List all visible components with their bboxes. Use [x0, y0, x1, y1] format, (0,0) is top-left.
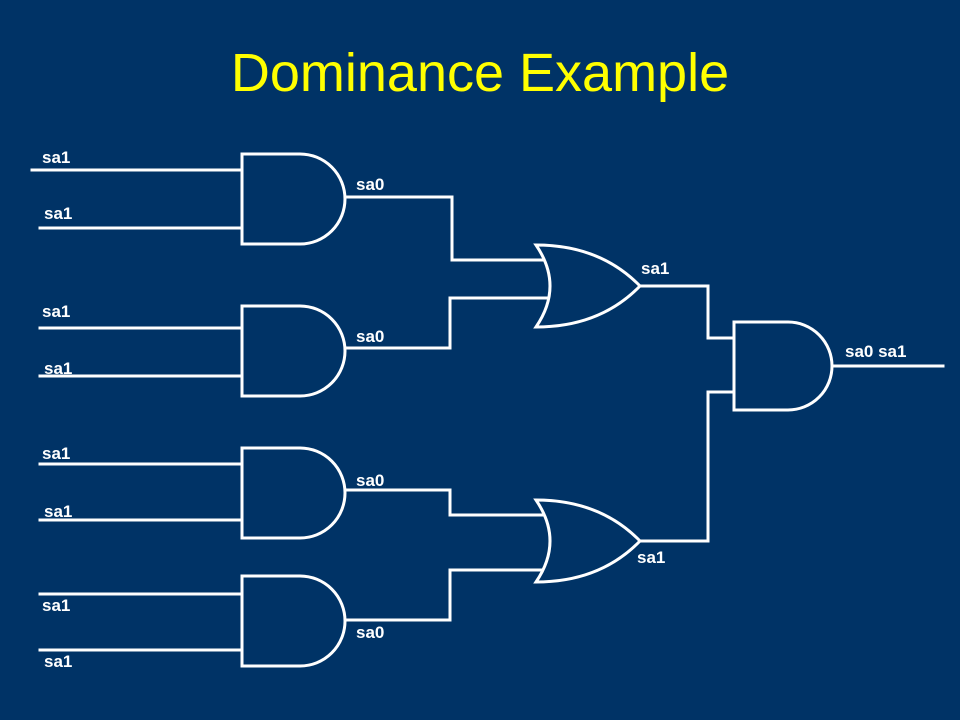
input-wires [30, 168, 244, 652]
label-or2-out: sa1 [637, 548, 665, 567]
label-g3-in-b: sa1 [44, 502, 72, 521]
or-to-and-wires [638, 284, 736, 543]
and-gate-3 [240, 446, 347, 540]
label-g2-in-b: sa1 [44, 359, 72, 378]
label-g2-in-a: sa1 [42, 302, 70, 321]
label-g4-in-b: sa1 [44, 652, 72, 671]
and-gate-1 [240, 152, 347, 246]
and-gate-output [732, 320, 834, 412]
slide-title: Dominance Example [230, 43, 730, 103]
label-g1-in-b: sa1 [44, 204, 72, 223]
label-g3-in-a: sa1 [42, 444, 70, 463]
label-g2-out: sa0 [356, 327, 384, 346]
label-final-out: sa0 sa1 [845, 342, 906, 361]
and-to-or-wires [343, 195, 554, 622]
label-g1-out: sa0 [356, 175, 384, 194]
label-or1-out: sa1 [641, 259, 669, 278]
or-gate-1 [533, 243, 643, 329]
label-g4-in-a: sa1 [42, 596, 70, 615]
label-g4-out: sa0 [356, 623, 384, 642]
and-gate-4 [240, 574, 347, 668]
and-gate-2 [240, 304, 347, 398]
or-gate-2 [533, 498, 643, 584]
label-g3-out: sa0 [356, 471, 384, 490]
label-g1-in-a: sa1 [42, 148, 70, 167]
